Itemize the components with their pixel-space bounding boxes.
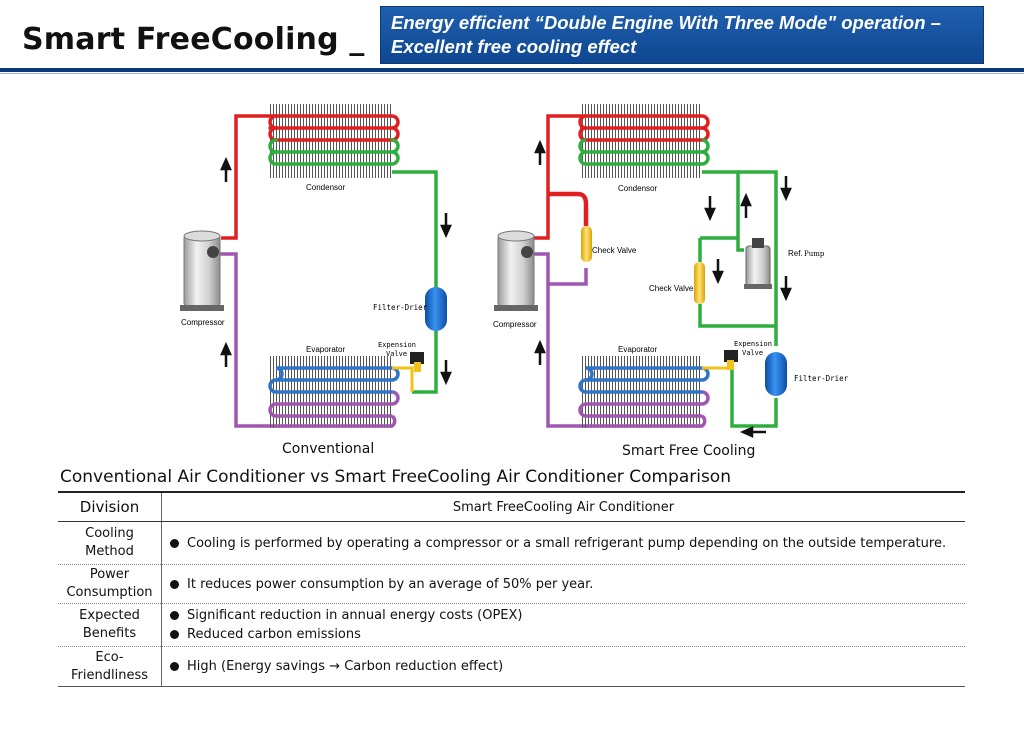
filter-drier <box>425 287 447 331</box>
label-condensor: Condensor <box>306 183 345 192</box>
discharge-line <box>221 114 276 240</box>
condenser-coils <box>268 114 400 166</box>
row-value: Cooling is performed by operating a comp… <box>161 521 965 565</box>
table-header-row: Division Smart FreeCooling Air Condition… <box>58 491 965 522</box>
caption-conventional: Conventional <box>282 441 375 457</box>
label-evaporator: Evaporator <box>306 345 345 354</box>
refrigerant-pump <box>744 238 772 289</box>
banner-line-1: Energy efficient “Double Engine With Thr… <box>391 12 941 33</box>
smart-diagram: Condensor Compressor Evaporator Check Va… <box>493 104 849 438</box>
row-label-line: Method <box>85 544 134 559</box>
bullet-icon <box>170 611 179 620</box>
header-column: Smart FreeCooling Air Conditioner <box>161 491 965 522</box>
compressor <box>494 230 538 311</box>
liquid-line <box>392 170 438 290</box>
label-condensor: Condensor <box>618 184 657 193</box>
suction-line <box>218 252 276 428</box>
label-compressor: Compressor <box>493 320 537 329</box>
flow-arrows <box>220 156 452 386</box>
row-label-line: Expected <box>79 608 140 623</box>
row-label: Eco- Friendliness <box>58 646 162 687</box>
label-ref-pump-b: Pump <box>804 250 825 258</box>
bypass-line <box>548 191 589 226</box>
row-label-line: Friendliness <box>71 667 148 683</box>
expansion-valve <box>410 352 424 364</box>
row-label-line: Consumption <box>66 585 153 600</box>
table-row: Cooling Method Cooling is performed by o… <box>58 521 965 565</box>
row-value: High (Energy savings → Carbon reduction … <box>161 646 965 687</box>
expansion-line <box>392 366 414 392</box>
bullet-icon <box>170 662 179 671</box>
row-label: Expected Benefits <box>58 603 162 647</box>
row-value: Significant reduction in annual energy c… <box>161 603 965 647</box>
refrigeration-cycle-diagrams: Condensor Compressor Evaporator Filter-D… <box>180 104 849 438</box>
label-expansion-1: Expension <box>734 340 772 348</box>
flow-arrows <box>534 139 792 438</box>
header-division: Division <box>58 491 162 522</box>
evaporator-coils <box>268 366 400 428</box>
label-expansion-2: Valve <box>742 349 763 357</box>
banner-line-2: Excellent free cooling effect <box>391 36 637 57</box>
liquid-line <box>702 170 744 252</box>
label-expansion-1: Expension <box>378 341 416 349</box>
filter-drier <box>765 352 787 396</box>
row-value: It reduces power consumption by an avera… <box>161 564 965 604</box>
bullet-item: Cooling is performed by operating a comp… <box>170 534 964 553</box>
row-label-line: Benefits <box>82 626 137 641</box>
page-title: Smart FreeCooling _ <box>22 22 365 57</box>
suction-line <box>532 252 586 428</box>
evaporator-coils <box>578 366 710 428</box>
label-ref-pump-a: Ref. <box>788 249 803 258</box>
table-row: Eco- Friendliness High (Energy savings →… <box>58 646 965 687</box>
row-label-line: Eco- <box>95 649 124 665</box>
comparison-table: Division Smart FreeCooling Air Condition… <box>58 491 965 687</box>
bullet-item: It reduces power consumption by an avera… <box>170 575 964 594</box>
condenser-coils <box>578 114 710 166</box>
row-label: Cooling Method <box>58 521 162 565</box>
label-filter-drier: Filter-Drier <box>794 374 849 383</box>
label-check-valve-2: Check Valve <box>649 284 694 293</box>
row-label-line: Cooling <box>85 526 134 541</box>
discharge-line <box>534 114 586 240</box>
label-check-valve-1: Check Valve <box>592 246 637 255</box>
bullet-icon <box>170 630 179 639</box>
comparison-title: Conventional Air Conditioner vs Smart Fr… <box>60 467 731 487</box>
bullet-item: Significant reduction in annual energy c… <box>170 606 964 625</box>
conventional-diagram: Condensor Compressor Evaporator Filter-D… <box>180 104 452 428</box>
headline-banner: Energy efficient “Double Engine With Thr… <box>380 6 984 64</box>
expansion-valve <box>724 350 738 362</box>
label-compressor: Compressor <box>181 318 225 327</box>
label-expansion-2: Valve <box>386 350 407 358</box>
table-row: Expected Benefits Significant reduction … <box>58 603 965 647</box>
label-filter-drier: Filter-Drier <box>373 303 428 312</box>
caption-smart: Smart Free Cooling <box>622 443 756 459</box>
liquid-line-2 <box>412 330 438 394</box>
bullet-item: High (Energy savings → Carbon reduction … <box>170 657 964 676</box>
compressor <box>180 230 224 311</box>
bullet-icon <box>170 538 179 548</box>
table-row: Power Consumption It reduces power consu… <box>58 564 965 604</box>
header-rule <box>0 68 1024 72</box>
row-label: Power Consumption <box>58 564 162 604</box>
check-valve-2 <box>694 262 705 304</box>
bullet-item: Reduced carbon emissions <box>170 625 964 644</box>
check-valve-1 <box>581 226 592 262</box>
header-rule-thin <box>0 73 1024 74</box>
label-evaporator: Evaporator <box>618 345 657 354</box>
row-label-line: Power <box>89 567 130 582</box>
bullet-icon <box>170 579 179 589</box>
